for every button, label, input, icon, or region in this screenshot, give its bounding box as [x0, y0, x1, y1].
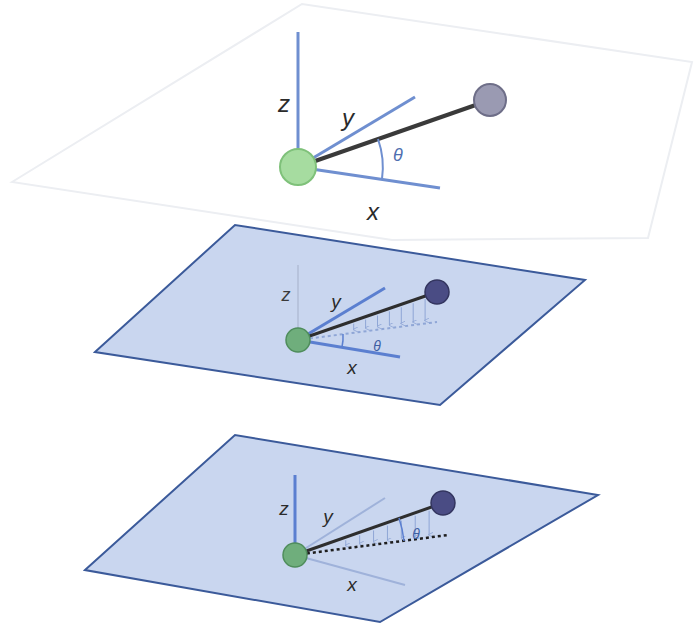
y-axis [295, 498, 385, 555]
faint-plane [12, 4, 692, 240]
bond-rod [298, 100, 490, 167]
projection-line [298, 322, 437, 340]
green-atom [286, 328, 310, 352]
x-axis [298, 167, 440, 188]
bond-rod [298, 292, 437, 340]
drop-arrows [346, 511, 429, 546]
projection-plane [95, 225, 585, 405]
axis-label: x [367, 200, 379, 224]
drop-arrow [353, 324, 354, 330]
drop-arrow [345, 540, 346, 545]
axis-label: x [347, 575, 357, 594]
drop-arrows [354, 299, 425, 329]
axis-label: y [331, 292, 341, 311]
axis-label: z [282, 286, 291, 304]
drop-arrow [373, 530, 374, 541]
x-axis [298, 340, 400, 357]
angle-arc [399, 518, 404, 541]
drop-arrow [413, 303, 414, 322]
grey-atom [431, 491, 455, 515]
z-axis [297, 32, 300, 167]
drop-arrow [365, 320, 366, 328]
green-atom [283, 543, 307, 567]
angle-label: θ [393, 146, 403, 164]
drop-arrow [425, 299, 426, 320]
axis-label: y [342, 106, 354, 130]
drop-arrow [401, 307, 402, 323]
axis-label: z [278, 92, 290, 116]
projection-line [295, 535, 448, 555]
angle-label: θ [373, 339, 381, 353]
projection-plane [85, 435, 598, 622]
grey-atom [474, 84, 506, 116]
drop-arrow [359, 535, 360, 543]
drop-arrow [429, 511, 430, 535]
axis-label: y [323, 507, 333, 526]
drop-arrow [377, 316, 378, 327]
green-atom [280, 149, 316, 185]
angle-arc [378, 139, 383, 179]
angle-label: θ [412, 527, 420, 541]
drop-arrow [389, 311, 390, 325]
middle-panel [95, 225, 585, 405]
angle-arc [342, 334, 343, 347]
bond-rod [295, 503, 443, 555]
grey-atom [425, 280, 449, 304]
drop-arrow [387, 526, 388, 541]
top-panel [12, 4, 692, 240]
axis-label: z [279, 499, 289, 518]
bottom-panel [85, 435, 598, 622]
axis-label: x [347, 358, 357, 377]
